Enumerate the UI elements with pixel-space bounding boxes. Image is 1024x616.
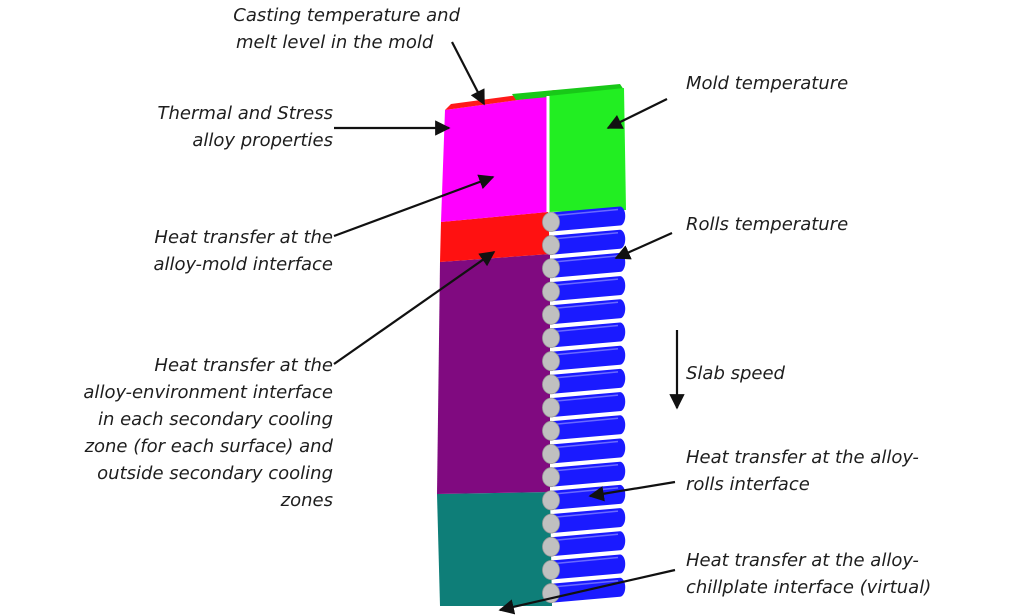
roll [551, 368, 626, 394]
roll [551, 508, 626, 534]
roll-end [542, 397, 560, 418]
roll-end [542, 560, 560, 580]
roll-highlight [554, 255, 619, 263]
roll-end [542, 304, 560, 325]
roll-highlight [554, 510, 619, 518]
label-heat-transfer-rolls: Heat transfer at the alloy- rolls interf… [686, 447, 919, 495]
roll-end [542, 351, 560, 372]
roll-highlight [554, 440, 619, 449]
roll-end [542, 281, 560, 302]
roll [551, 554, 626, 580]
roll-highlight [554, 394, 619, 402]
roll-end [542, 536, 560, 557]
roll-end [542, 444, 560, 464]
roll [551, 461, 626, 487]
roll-highlight [554, 556, 619, 565]
alloy-properties-region [441, 96, 548, 222]
roll [551, 484, 626, 510]
label-heat-transfer-mold: Heat transfer at the alloy-mold interfac… [153, 227, 333, 275]
label-rolls-temperature: Rolls temperature [686, 214, 849, 235]
roll [551, 438, 626, 464]
roll-end [542, 258, 560, 279]
roll-highlight [554, 533, 619, 542]
label-thermal-stress: Thermal and Stress alloy properties [157, 103, 333, 151]
mold-block [548, 88, 626, 212]
secondary-cooling-region [437, 254, 550, 494]
arrow-alloy-mold-interface [333, 251, 496, 365]
roll-end [542, 374, 560, 395]
arrow-casting-temperature [451, 41, 485, 106]
arrow-rolls-temperature [614, 231, 673, 260]
roll [551, 322, 626, 348]
roll-highlight [554, 347, 619, 356]
roll [551, 299, 626, 325]
label-casting-temperature: Casting temperature and melt level in th… [233, 5, 460, 53]
rolls-group [542, 206, 626, 604]
roll [551, 206, 626, 232]
roll-end [542, 467, 560, 488]
arrow-alloy-properties [333, 174, 495, 238]
roll [551, 392, 626, 418]
roll-end [542, 490, 560, 511]
label-mold-temperature: Mold temperature [686, 73, 849, 94]
roll-highlight [554, 579, 619, 588]
roll [551, 415, 626, 441]
label-slab-speed: Slab speed [686, 363, 785, 384]
roll-highlight [554, 371, 619, 379]
roll [551, 345, 626, 371]
mold-top [512, 84, 624, 100]
alloy-mold-interface-region [440, 212, 550, 262]
arrow-mold-temperature [606, 98, 668, 129]
roll [551, 531, 626, 557]
roll-highlight [554, 417, 619, 426]
roll [551, 252, 626, 278]
roll-end [542, 212, 560, 232]
roll-highlight [554, 231, 619, 240]
roll-highlight [554, 324, 619, 333]
roll-highlight [554, 278, 619, 286]
roll-end [542, 513, 560, 534]
roll-highlight [554, 301, 619, 310]
roll-end [542, 420, 560, 441]
arrow-chillplate-interface [498, 568, 676, 615]
roll-highlight [554, 463, 619, 472]
roll-end [542, 328, 560, 348]
label-heat-transfer-environment: Heat transfer at the alloy-environment i… [83, 355, 333, 511]
arrow-rolls-interface [588, 480, 676, 502]
roll-highlight [554, 487, 619, 495]
roll-highlight [554, 208, 619, 217]
label-heat-transfer-chillplate: Heat transfer at the alloy- chillplate i… [686, 550, 932, 598]
roll [551, 229, 626, 255]
roll [551, 276, 626, 302]
chillplate-zone-region [437, 492, 552, 606]
roll-end [542, 235, 560, 256]
